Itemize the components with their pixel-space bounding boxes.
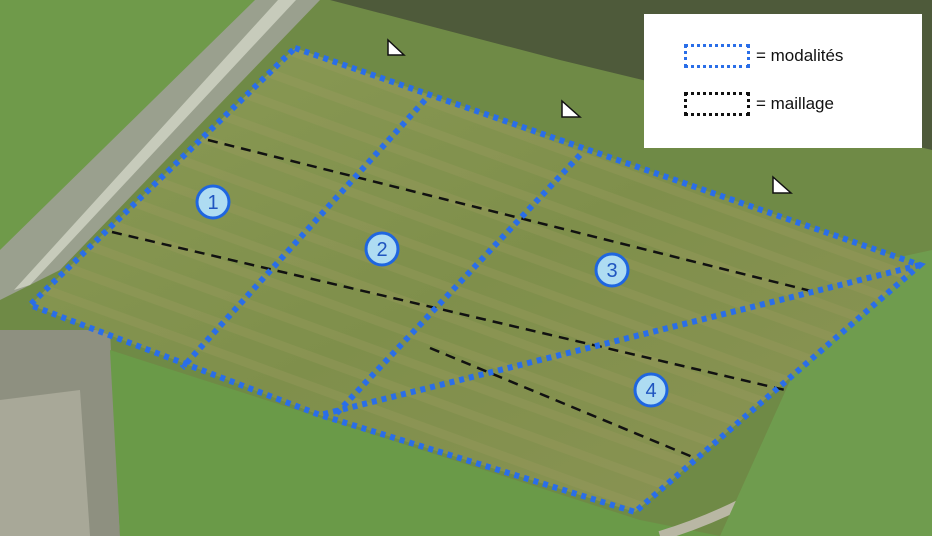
plot-number: 3 [606, 260, 617, 282]
plot-number: 1 [207, 192, 218, 214]
wind-arrow-icon [387, 38, 406, 56]
lower-left-lot [0, 390, 90, 536]
legend: = modalités = maillage [644, 14, 922, 148]
plot-number: 4 [645, 380, 656, 402]
plot-badge-2: 2 [364, 231, 400, 267]
legend-item-modalities: = modalités [644, 44, 922, 74]
wind-arrow-icon [772, 175, 793, 194]
plot-badge-4: 4 [633, 372, 669, 408]
modalities-swatch [684, 44, 750, 68]
plot-badge-1: 1 [195, 184, 231, 220]
right-grass [720, 250, 932, 536]
wind-arrow-icon [561, 99, 582, 118]
modality-lines [24, 44, 926, 516]
plot-number: 2 [376, 239, 387, 261]
road-lane [14, 0, 296, 290]
legend-label: = maillage [756, 94, 834, 113]
mesh-lines [111, 138, 816, 460]
bottom-grass [110, 350, 720, 536]
field-stripes [30, 48, 920, 512]
mesh-swatch [684, 92, 750, 116]
plot-badge-3: 3 [594, 252, 630, 288]
legend-item-mesh: = maillage [644, 92, 922, 122]
legend-label: = modalités [756, 46, 844, 65]
